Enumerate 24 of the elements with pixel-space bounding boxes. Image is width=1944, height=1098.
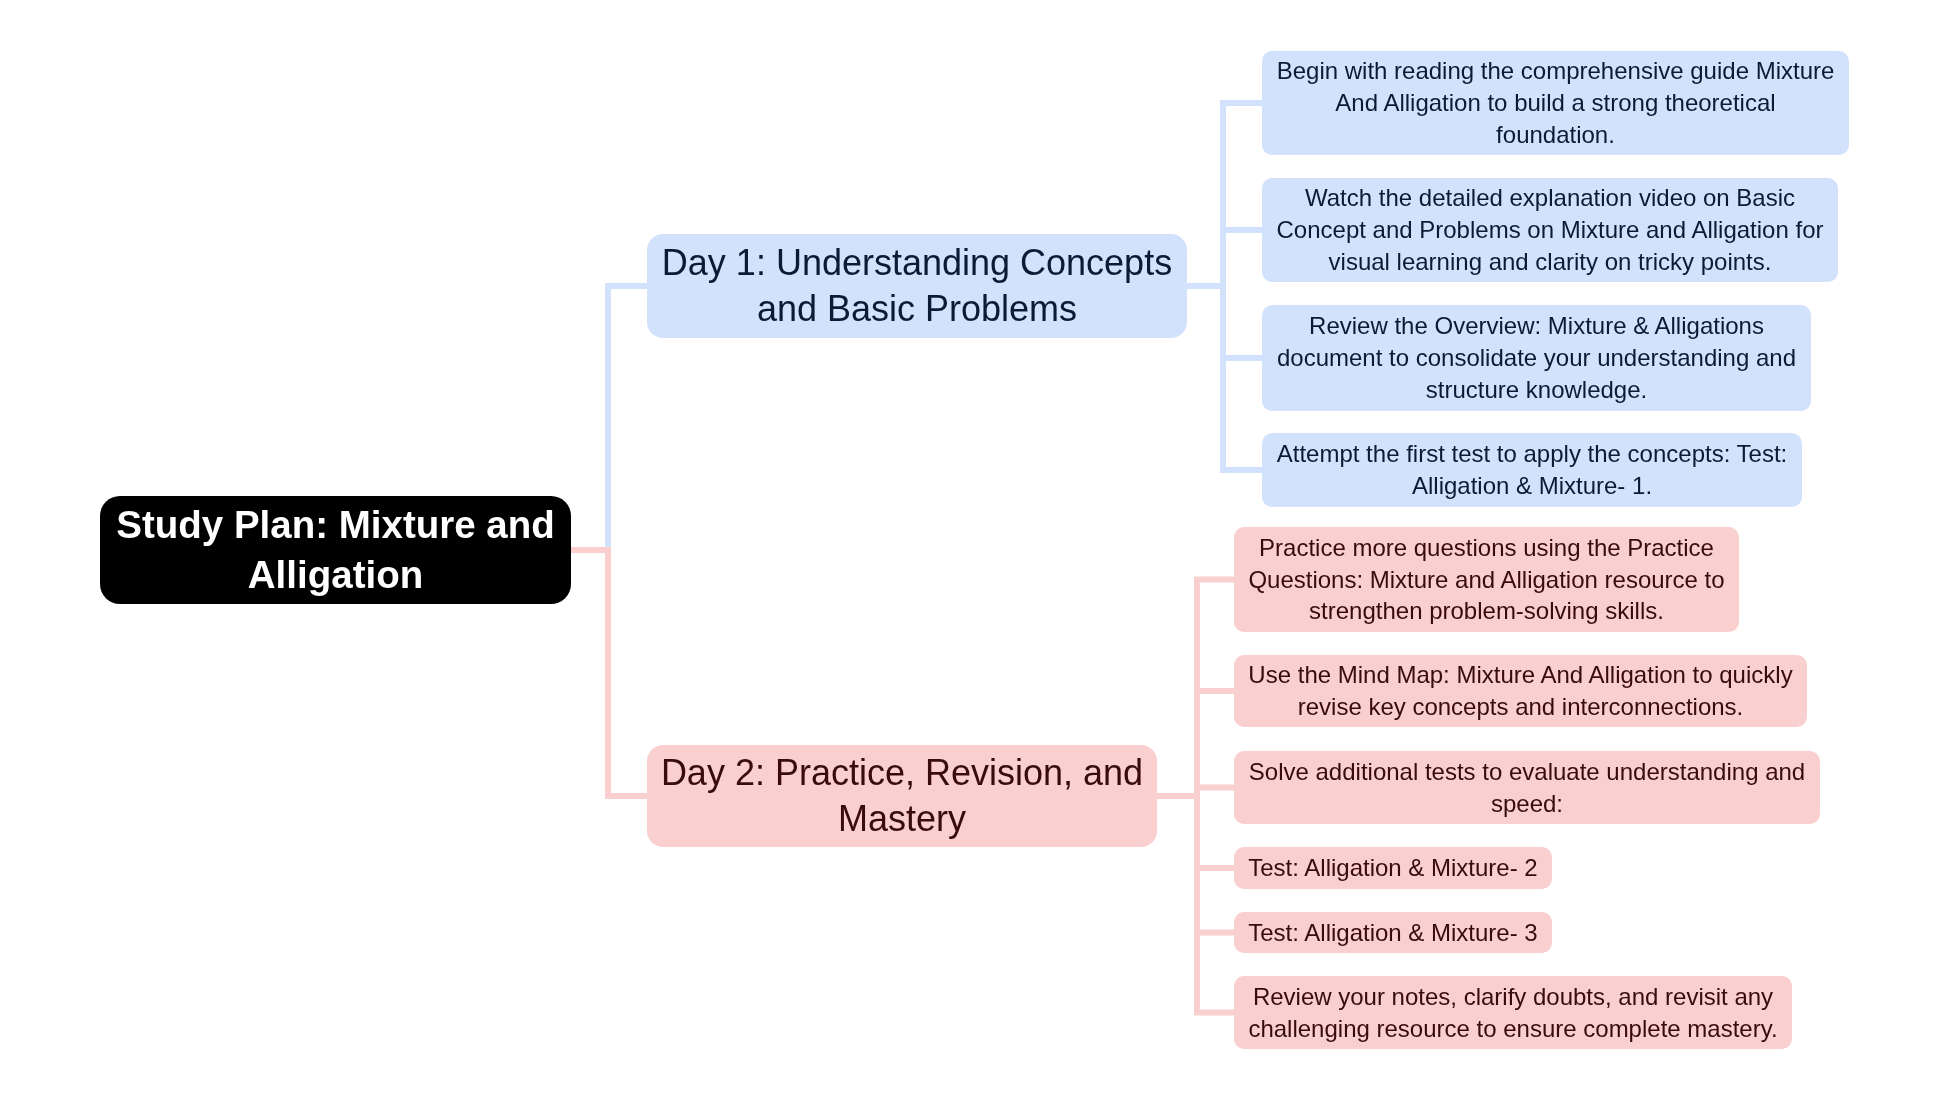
subtopic-box bbox=[1234, 527, 1739, 632]
subtopic-text: Solve additional tests to evaluate understanding and speed: bbox=[1247, 756, 1807, 819]
subtopic-box bbox=[1234, 751, 1820, 824]
subtopic-text: Review your notes, clarify doubts, and revisit any challenging resource to ensure complete mastery. bbox=[1247, 981, 1779, 1044]
subtopic-text: Review the Overview: Mixture & Alligations document to consolidate your understanding and structure knowledge. bbox=[1276, 311, 1797, 405]
subtopic-box bbox=[1234, 847, 1552, 889]
subtopic-text: Begin with reading the comprehensive guide Mixture And Alligation to build a strong theoretical foundation. bbox=[1275, 56, 1836, 150]
branch-topic-text: Day 2: Practice, Revision, and Mastery bbox=[659, 750, 1145, 841]
subtopic-box bbox=[1262, 433, 1802, 507]
subtopic-text: Watch the detailed explanation video on Basic Concept and Problems on Mixture and Alligation for visual learning and clarity on tricky points. bbox=[1275, 183, 1825, 277]
branch-topic-box bbox=[647, 234, 1187, 338]
subtopic-box bbox=[1234, 912, 1552, 953]
subtopic-box bbox=[1234, 976, 1792, 1049]
central-topic-text: Study Plan: Mixture and Alligation bbox=[115, 501, 556, 598]
subtopic-text: Test: Alligation & Mixture- 3 bbox=[1248, 917, 1538, 948]
branch-topic-text: Day 1: Understanding Concepts and Basic Problems bbox=[660, 240, 1174, 331]
subtopic-text: Use the Mind Map: Mixture And Alligation to quickly revise key concepts and interconnections. bbox=[1247, 660, 1794, 722]
subtopic-text: Test: Alligation & Mixture- 2 bbox=[1248, 853, 1538, 884]
central-topic-box bbox=[100, 496, 571, 604]
subtopic-text: Practice more questions using the Practice Questions: Mixture and Alligation resource to strengthen problem-solving skills. bbox=[1247, 533, 1726, 627]
connector-line bbox=[571, 547, 647, 799]
subtopic-box bbox=[1262, 305, 1811, 411]
subtopic-text: Attempt the first test to apply the concepts: Test: Alligation & Mixture- 1. bbox=[1275, 439, 1789, 501]
subtopic-box bbox=[1234, 655, 1807, 727]
